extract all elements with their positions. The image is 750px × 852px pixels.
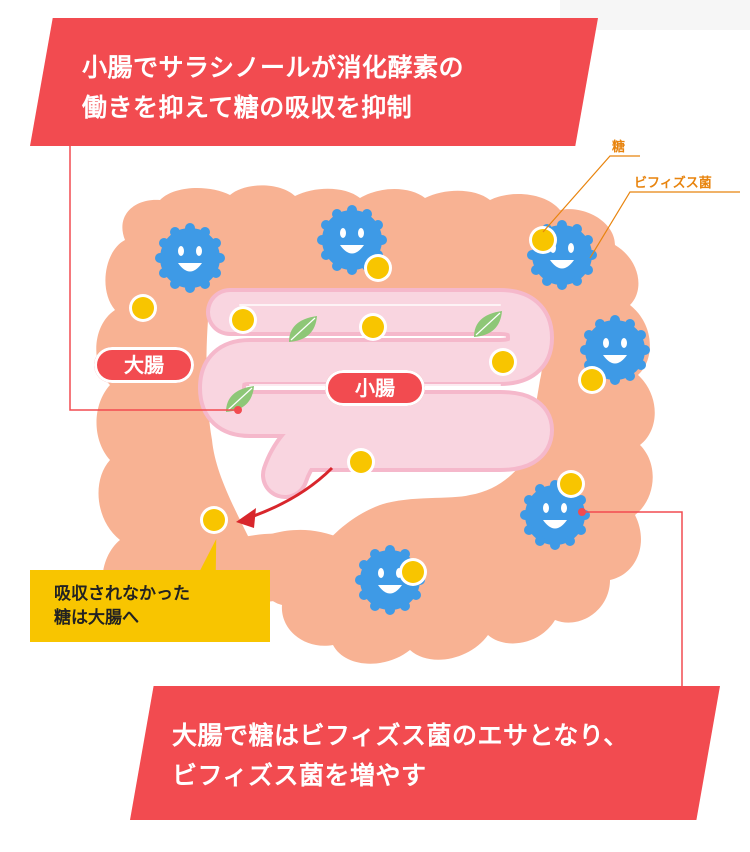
top-callout-line2: 働きを抑えて糖の吸収を抑制 bbox=[82, 93, 413, 122]
sugar-dot bbox=[129, 294, 157, 322]
top-callout-line1: 小腸でサラシノールが消化酵素の bbox=[82, 53, 465, 82]
sugar-dot bbox=[359, 313, 387, 341]
sugar-dot bbox=[529, 226, 557, 254]
note-line1: 吸収されなかった bbox=[54, 584, 190, 604]
sugar-leader-line bbox=[542, 155, 640, 233]
sugar-dot bbox=[557, 470, 585, 498]
top-leader-line bbox=[69, 146, 238, 411]
sugar-dot bbox=[200, 506, 228, 534]
sugar-dot bbox=[489, 348, 517, 376]
unabsorbed-sugar-note: 吸収されなかった 糖は大腸へ bbox=[30, 570, 270, 642]
note-line2: 糖は大腸へ bbox=[54, 608, 139, 628]
bifido-leader-line bbox=[589, 191, 740, 259]
arrow-head-icon bbox=[236, 508, 256, 528]
sugar-dot bbox=[364, 254, 392, 282]
sugar-dot bbox=[578, 366, 606, 394]
leader-dot bbox=[578, 508, 586, 516]
large-intestine-label: 大腸 bbox=[94, 347, 194, 383]
sugar-dot bbox=[347, 448, 375, 476]
bottom-callout-line2: ビフィズス菌を増やす bbox=[172, 761, 427, 790]
bifidobacteria-label: ビフィズス菌 bbox=[634, 176, 712, 191]
bottom-leader-line bbox=[582, 511, 683, 688]
bottom-callout-line1: 大腸で糖はビフィズス菌のエサとなり、 bbox=[172, 721, 629, 750]
sugar-dot bbox=[399, 558, 427, 586]
leader-dot bbox=[234, 406, 242, 414]
sugar-label: 糖 bbox=[612, 140, 626, 155]
small-intestine-label: 小腸 bbox=[325, 370, 425, 406]
absorption-arrow bbox=[247, 466, 334, 520]
bottom-callout: 大腸で糖はビフィズス菌のエサとなり、 ビフィズス菌を増やす bbox=[130, 686, 720, 820]
sugar-dot bbox=[229, 306, 257, 334]
top-callout: 小腸でサラシノールが消化酵素の 働きを抑えて糖の吸収を抑制 bbox=[30, 18, 598, 146]
